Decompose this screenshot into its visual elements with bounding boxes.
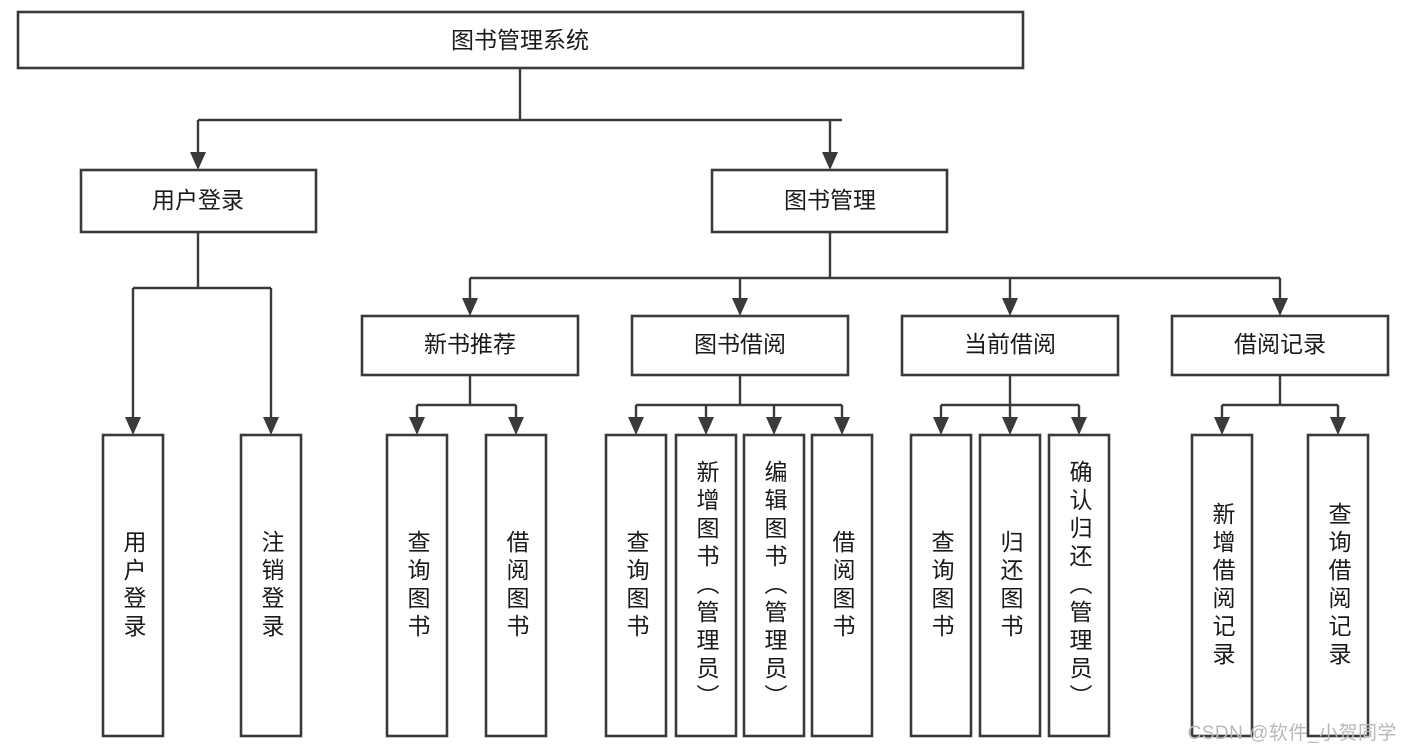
node-current-borrow[interactable]: 当前借阅: [900, 314, 1120, 377]
leaf-box-current-borrow-2[interactable]: [1047, 433, 1111, 738]
leaf-box-book-borrow-2[interactable]: [742, 433, 806, 738]
node-borrow-record[interactable]: 借阅记录: [1170, 314, 1390, 377]
leaf-box-user-login-1[interactable]: [239, 433, 303, 738]
connector-bookborrow-to-leaves: [628, 375, 850, 435]
leaf-boxes-borrow-record: [1190, 433, 1370, 738]
node-root-system[interactable]: 图书管理系统: [16, 10, 1025, 70]
leaf-box-borrow-record-1[interactable]: [1306, 433, 1370, 738]
leaf-box-borrow-record-0[interactable]: [1190, 433, 1254, 738]
node-root-label: 图书管理系统: [451, 27, 589, 53]
connector-borrowrecord-to-leaves: [1214, 375, 1346, 435]
node-borrow-record-label: 借阅记录: [1234, 331, 1326, 357]
node-book-management-label: 图书管理: [784, 187, 876, 213]
leaf-boxes-new-book: [385, 433, 548, 738]
leaf-boxes-current-borrow: [909, 433, 1111, 738]
node-new-book-recommend-label: 新书推荐: [424, 331, 516, 357]
connector-bookmgmt-to-level3: [462, 232, 1288, 316]
node-current-borrow-label: 当前借阅: [964, 331, 1056, 357]
connector-userlogin-to-leaves: [125, 232, 279, 435]
watermark-text: CSDN @软件_小贺同学: [1187, 723, 1397, 744]
leaf-box-book-borrow-3[interactable]: [810, 433, 874, 738]
leaf-box-current-borrow-0[interactable]: [909, 433, 973, 738]
node-user-login-label: 用户登录: [152, 187, 244, 213]
connector-currentborrow-to-leaves: [933, 375, 1087, 435]
leaf-boxes-book-borrow: [604, 433, 874, 738]
node-book-borrow-label: 图书借阅: [694, 331, 786, 357]
node-book-borrow[interactable]: 图书借阅: [630, 314, 850, 377]
node-new-book-recommend[interactable]: 新书推荐: [360, 314, 580, 377]
leaf-box-new-book-0[interactable]: [385, 433, 449, 738]
leaf-box-user-login-0[interactable]: [101, 433, 165, 738]
leaf-boxes-user-login: [101, 433, 303, 738]
leaf-box-book-borrow-0[interactable]: [604, 433, 668, 738]
leaf-box-new-book-1[interactable]: [484, 433, 548, 738]
connector-newbook-to-leaves: [409, 375, 524, 435]
leaf-box-book-borrow-1[interactable]: [674, 433, 738, 738]
connector-root-to-level2: [190, 68, 842, 170]
node-book-management[interactable]: 图书管理: [710, 168, 949, 234]
leaf-box-current-borrow-1[interactable]: [978, 433, 1042, 738]
node-user-login[interactable]: 用户登录: [79, 168, 318, 234]
